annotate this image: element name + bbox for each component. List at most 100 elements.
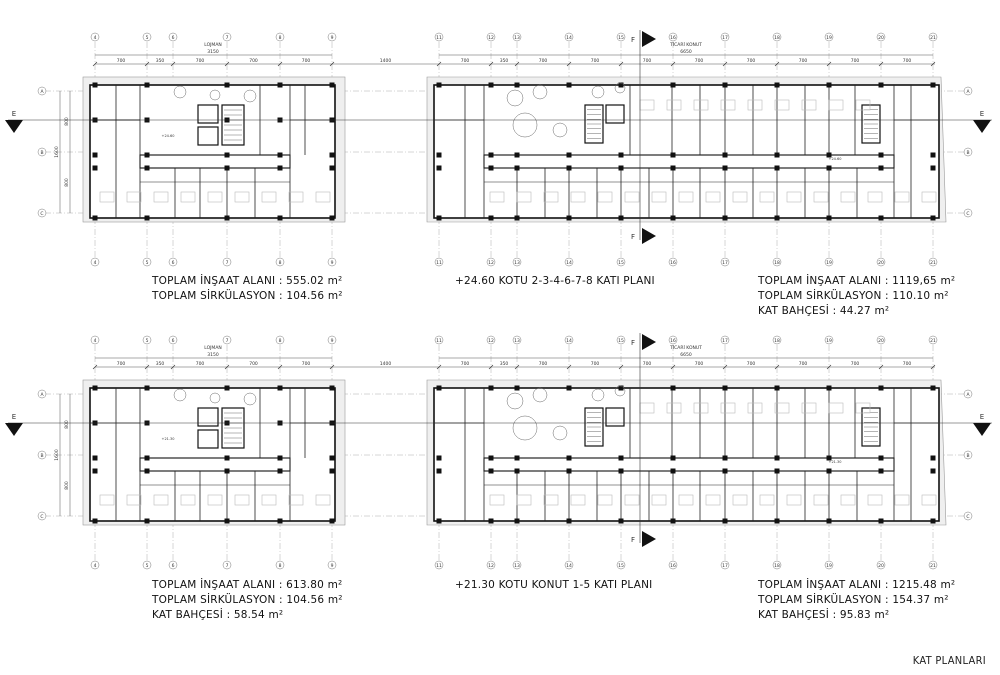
dimension-value: 700	[695, 58, 704, 64]
furniture-symbol	[489, 494, 505, 506]
dimension-value: 700	[747, 361, 756, 367]
tree-symbol	[532, 84, 548, 100]
dimension-tick	[514, 61, 520, 67]
grid-bubble	[824, 560, 834, 570]
structural-column	[566, 455, 572, 461]
structural-column	[224, 152, 230, 158]
grid-label: 6	[172, 338, 175, 344]
section-arrow-e-left	[5, 423, 23, 436]
structural-column	[826, 165, 832, 171]
structural-column	[670, 455, 676, 461]
dimension-tick	[878, 364, 884, 370]
furniture-symbol	[597, 191, 613, 203]
furniture-symbol	[543, 494, 559, 506]
elevator-shaft	[605, 407, 625, 427]
grid-bubble	[876, 560, 886, 570]
furniture-symbol	[126, 191, 142, 203]
furniture-symbol	[921, 191, 937, 203]
dimension-tick	[170, 61, 176, 67]
level-tag-left: +24.60	[162, 134, 175, 138]
grid-label: 21	[930, 35, 936, 41]
structural-column	[514, 82, 520, 88]
elevator-shaft	[197, 126, 219, 146]
structural-column	[722, 215, 728, 221]
structural-column	[878, 165, 884, 171]
tree-symbol	[506, 89, 524, 107]
furniture-symbol	[180, 494, 196, 506]
grid-bubble	[616, 32, 626, 42]
grid-label: 13	[514, 35, 520, 41]
dimension-tick	[722, 61, 728, 67]
furniture-symbol	[234, 191, 250, 203]
grid-bubble	[222, 257, 232, 267]
structural-column	[722, 82, 728, 88]
grid-label: 16	[670, 35, 676, 41]
furniture-symbol	[315, 494, 331, 506]
grid-label: 21	[930, 563, 936, 569]
structural-column	[488, 82, 494, 88]
structural-column	[722, 455, 728, 461]
grid-bubble	[512, 257, 522, 267]
grid-bubble	[327, 335, 337, 345]
vertical-dimension-total: 1600	[54, 449, 60, 461]
upper-left-stat-circulation: TOPLAM SİRKÜLASYON : 104.56 m²	[152, 290, 343, 302]
structural-column	[277, 165, 283, 171]
structural-column	[514, 385, 520, 391]
structural-column	[224, 385, 230, 391]
structural-column	[329, 165, 335, 171]
section-arrow-e-right	[973, 423, 991, 436]
upper-left-stats: TOPLAM İNŞAAT ALANI : 555.02 m² TOPLAM S…	[152, 274, 343, 304]
dimension-tick	[224, 61, 230, 67]
structural-column	[436, 468, 442, 474]
grid-bubble	[434, 32, 444, 42]
furniture-symbol	[99, 494, 115, 506]
furniture-symbol	[894, 191, 910, 203]
section-label-e-left: E	[12, 110, 16, 118]
grid-label: 17	[722, 563, 728, 569]
grid-label: 20	[878, 563, 884, 569]
dimension-total-right: 6650	[680, 49, 692, 55]
grid-bubble	[668, 257, 678, 267]
structural-column	[329, 385, 335, 391]
structural-column	[566, 468, 572, 474]
structural-column	[92, 82, 98, 88]
dimension-tick	[514, 364, 520, 370]
section-arrow-f-top	[642, 31, 656, 47]
row-bubble	[37, 208, 47, 218]
grid-bubble	[275, 257, 285, 267]
section-label-e-left: E	[12, 413, 16, 421]
furniture-symbol	[693, 402, 709, 414]
structural-column	[878, 82, 884, 88]
row-label: B	[40, 150, 43, 156]
structural-column	[670, 518, 676, 524]
grid-bubble	[512, 335, 522, 345]
structural-column	[329, 468, 335, 474]
corridor-left	[139, 457, 291, 472]
structural-column	[878, 468, 884, 474]
grid-label: 20	[878, 338, 884, 344]
grid-bubble	[668, 32, 678, 42]
dimension-value: 700	[249, 361, 258, 367]
row-label: C	[966, 211, 969, 217]
section-label-f-bottom: F	[631, 233, 635, 241]
grid-label: 7	[226, 35, 229, 41]
furniture-symbol	[489, 191, 505, 203]
grid-bubble	[142, 257, 152, 267]
grid-bubble	[824, 32, 834, 42]
grid-bubble	[772, 257, 782, 267]
structural-column	[329, 455, 335, 461]
lower-floor-plan: 4455667788991111121213131414151516161717…	[5, 119, 992, 570]
grid-label: 15	[618, 563, 624, 569]
tree-symbol	[512, 112, 538, 138]
dimension-value: 700	[196, 58, 205, 64]
grid-label: 4	[94, 35, 97, 41]
structural-column	[670, 215, 676, 221]
grid-bubble	[772, 32, 782, 42]
grid-bubble	[327, 560, 337, 570]
structural-column	[618, 468, 624, 474]
dimension-value: 700	[903, 58, 912, 64]
furniture-symbol	[840, 494, 856, 506]
lower-right-stat-garden: KAT BAHÇESİ : 95.83 m²	[758, 609, 890, 621]
dimension-tick	[566, 61, 572, 67]
grid-label: 4	[94, 260, 97, 266]
